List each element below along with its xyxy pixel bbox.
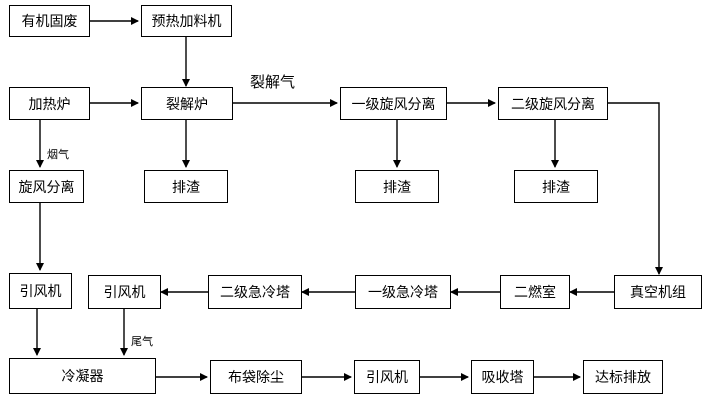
node-pyrolysis-furnace: 裂解炉 bbox=[141, 87, 233, 120]
node-slag-3: 排渣 bbox=[514, 170, 598, 203]
node-fan-mid: 引风机 bbox=[88, 275, 161, 309]
node-condenser: 冷凝器 bbox=[9, 358, 156, 394]
node-quench-1: 一级急冷塔 bbox=[355, 275, 451, 309]
node-cyclone-left: 旋风分离 bbox=[9, 170, 84, 203]
node-fan-bottom: 引风机 bbox=[354, 360, 420, 394]
node-cyclone-1: 一级旋风分离 bbox=[340, 87, 447, 120]
label-flue-gas: 烟气 bbox=[47, 148, 69, 161]
node-quench-2: 二级急冷塔 bbox=[208, 275, 302, 309]
node-bag-filter: 布袋除尘 bbox=[210, 360, 302, 394]
label-pyrolysis-gas: 裂解气 bbox=[250, 73, 296, 91]
node-preheat-feeder: 预热加料机 bbox=[141, 5, 232, 37]
node-absorber: 吸收塔 bbox=[471, 360, 534, 394]
node-compliant-discharge: 达标排放 bbox=[583, 360, 663, 394]
node-organic-waste: 有机固废 bbox=[9, 5, 90, 37]
arrow-cyclone2-to-vacuum bbox=[608, 102, 663, 275]
label-tail-gas: 尾气 bbox=[131, 335, 153, 348]
node-fan-left: 引风机 bbox=[9, 273, 72, 309]
node-heating-furnace: 加热炉 bbox=[9, 87, 90, 120]
node-slag-1: 排渣 bbox=[144, 170, 228, 203]
node-secondary-chamber: 二燃室 bbox=[500, 275, 570, 309]
node-cyclone-2: 二级旋风分离 bbox=[498, 87, 608, 120]
node-slag-2: 排渣 bbox=[355, 170, 439, 203]
node-vacuum-unit: 真空机组 bbox=[614, 275, 702, 309]
